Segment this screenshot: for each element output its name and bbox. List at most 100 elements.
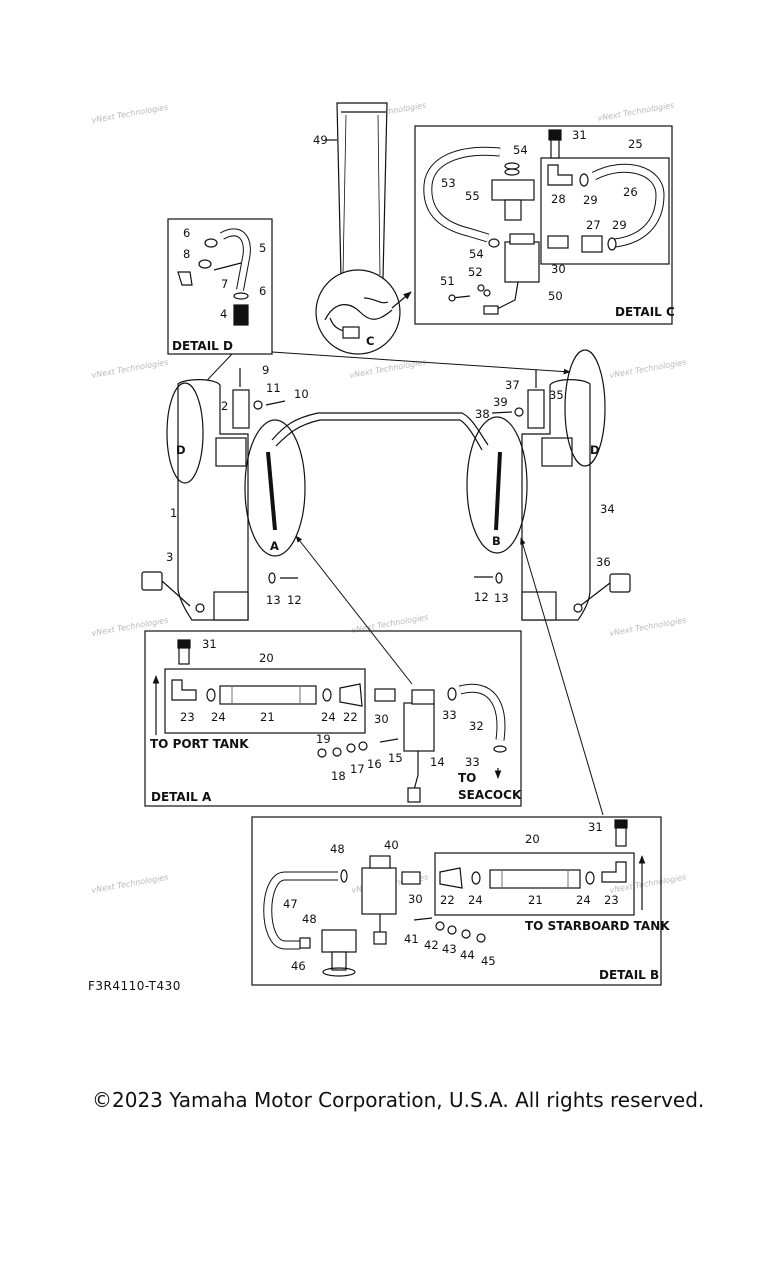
to-port-tank-caption: TO PORT TANK bbox=[150, 737, 249, 751]
crossover-pipe bbox=[271, 412, 489, 451]
detail-d-marker-starboard: D bbox=[590, 443, 600, 457]
callout-48: 48 bbox=[302, 912, 317, 926]
callout-24: 24 bbox=[321, 710, 336, 724]
callout-13: 13 bbox=[266, 593, 281, 607]
callout-50: 50 bbox=[548, 289, 563, 303]
watermark-text: vNext Technologies bbox=[609, 616, 687, 638]
detail-c-marker: C bbox=[366, 334, 374, 348]
callout-5: 5 bbox=[259, 241, 266, 255]
callout-19: 19 bbox=[316, 732, 331, 746]
callout-27: 27 bbox=[586, 218, 601, 232]
callout-10: 10 bbox=[294, 387, 309, 401]
callout-6: 6 bbox=[259, 284, 266, 298]
callout-35: 35 bbox=[549, 388, 564, 402]
callout-43: 43 bbox=[442, 942, 457, 956]
callout-39: 39 bbox=[493, 395, 508, 409]
callout-16: 16 bbox=[367, 757, 382, 771]
watermark-text: vNext Technologies bbox=[91, 616, 169, 638]
detail-a-box bbox=[144, 630, 522, 807]
watermark-text: vNext Technologies bbox=[91, 358, 169, 380]
callout-31: 31 bbox=[572, 128, 587, 142]
detail-a-marker: A bbox=[270, 539, 279, 553]
callout-31: 31 bbox=[202, 637, 217, 651]
detail-b-marker: B bbox=[492, 534, 501, 548]
to-starboard-tank-caption: TO STARBOARD TANK bbox=[525, 919, 670, 933]
watermark-text: vNext Technologies bbox=[349, 358, 427, 380]
port-tank bbox=[141, 379, 306, 621]
callout-45: 45 bbox=[481, 954, 496, 968]
callout-51: 51 bbox=[440, 274, 455, 288]
callout-15: 15 bbox=[388, 751, 403, 765]
callout-24: 24 bbox=[211, 710, 226, 724]
callout-21: 21 bbox=[528, 893, 543, 907]
callout-23: 23 bbox=[604, 893, 619, 907]
detail-c-circle bbox=[315, 269, 412, 355]
callout-1: 1 bbox=[170, 506, 177, 520]
detail-a-caption: DETAIL A bbox=[151, 790, 212, 804]
callout-17: 17 bbox=[350, 762, 365, 776]
callout-22: 22 bbox=[440, 893, 455, 907]
callout-13: 13 bbox=[494, 591, 509, 605]
callout-30: 30 bbox=[374, 712, 389, 726]
tank-brackets bbox=[232, 368, 545, 584]
callout-53: 53 bbox=[441, 176, 456, 190]
detail-leaders bbox=[295, 535, 604, 816]
watermark-text: vNext Technologies bbox=[609, 358, 687, 380]
callout-24: 24 bbox=[576, 893, 591, 907]
detail-b-box bbox=[251, 816, 662, 986]
callout-54: 54 bbox=[513, 143, 528, 157]
watermark-text: vNext Technologies bbox=[91, 873, 169, 895]
callout-40: 40 bbox=[384, 838, 399, 852]
callout-36: 36 bbox=[596, 555, 611, 569]
callout-34: 34 bbox=[600, 502, 615, 516]
callout-29: 29 bbox=[612, 218, 627, 232]
callout-23: 23 bbox=[180, 710, 195, 724]
callout-22: 22 bbox=[343, 710, 358, 724]
callout-52: 52 bbox=[468, 265, 483, 279]
diagram-code: F3R4110-T430 bbox=[88, 979, 181, 993]
callout-2: 2 bbox=[221, 399, 228, 413]
callout-55: 55 bbox=[465, 189, 480, 203]
callout-33: 33 bbox=[465, 755, 480, 769]
to-caption: TO bbox=[458, 771, 476, 785]
callout-20: 20 bbox=[259, 651, 274, 665]
callout-14: 14 bbox=[430, 755, 445, 769]
callout-41: 41 bbox=[404, 932, 419, 946]
detail-d-box bbox=[167, 218, 273, 355]
callout-21: 21 bbox=[260, 710, 275, 724]
detail-d-caption: DETAIL D bbox=[172, 339, 233, 353]
watermark-text: vNext Technologies bbox=[91, 103, 169, 125]
callout-37: 37 bbox=[505, 378, 520, 392]
watermark-text: vNext Technologies bbox=[351, 613, 429, 635]
callout-54: 54 bbox=[469, 247, 484, 261]
callout-9: 9 bbox=[262, 363, 269, 377]
callout-18: 18 bbox=[331, 769, 346, 783]
watermark-text: vNext Technologies bbox=[597, 101, 675, 123]
callout-29: 29 bbox=[583, 193, 598, 207]
callout-46: 46 bbox=[291, 959, 306, 973]
copyright-notice: ©2023 Yamaha Motor Corporation, U.S.A. A… bbox=[92, 1088, 705, 1112]
callout-38: 38 bbox=[475, 407, 490, 421]
callout-30: 30 bbox=[408, 892, 423, 906]
seacock-caption: SEACOCK bbox=[458, 788, 522, 802]
callout-31: 31 bbox=[588, 820, 603, 834]
callout-30: 30 bbox=[551, 262, 566, 276]
callout-32: 32 bbox=[469, 719, 484, 733]
callout-4: 4 bbox=[220, 307, 227, 321]
starboard-tank bbox=[466, 349, 631, 621]
callout-3: 3 bbox=[166, 550, 173, 564]
callout-42: 42 bbox=[424, 938, 439, 952]
callout-49: 49 bbox=[313, 133, 328, 147]
callout-12: 12 bbox=[474, 590, 489, 604]
detail-b-caption: DETAIL B bbox=[599, 968, 659, 982]
callout-7: 7 bbox=[221, 277, 228, 291]
callout-47: 47 bbox=[283, 897, 298, 911]
callout-48: 48 bbox=[330, 842, 345, 856]
callout-25: 25 bbox=[628, 137, 643, 151]
callout-12: 12 bbox=[287, 593, 302, 607]
callout-24: 24 bbox=[468, 893, 483, 907]
callout-44: 44 bbox=[460, 948, 475, 962]
detail-c-box bbox=[414, 125, 673, 325]
